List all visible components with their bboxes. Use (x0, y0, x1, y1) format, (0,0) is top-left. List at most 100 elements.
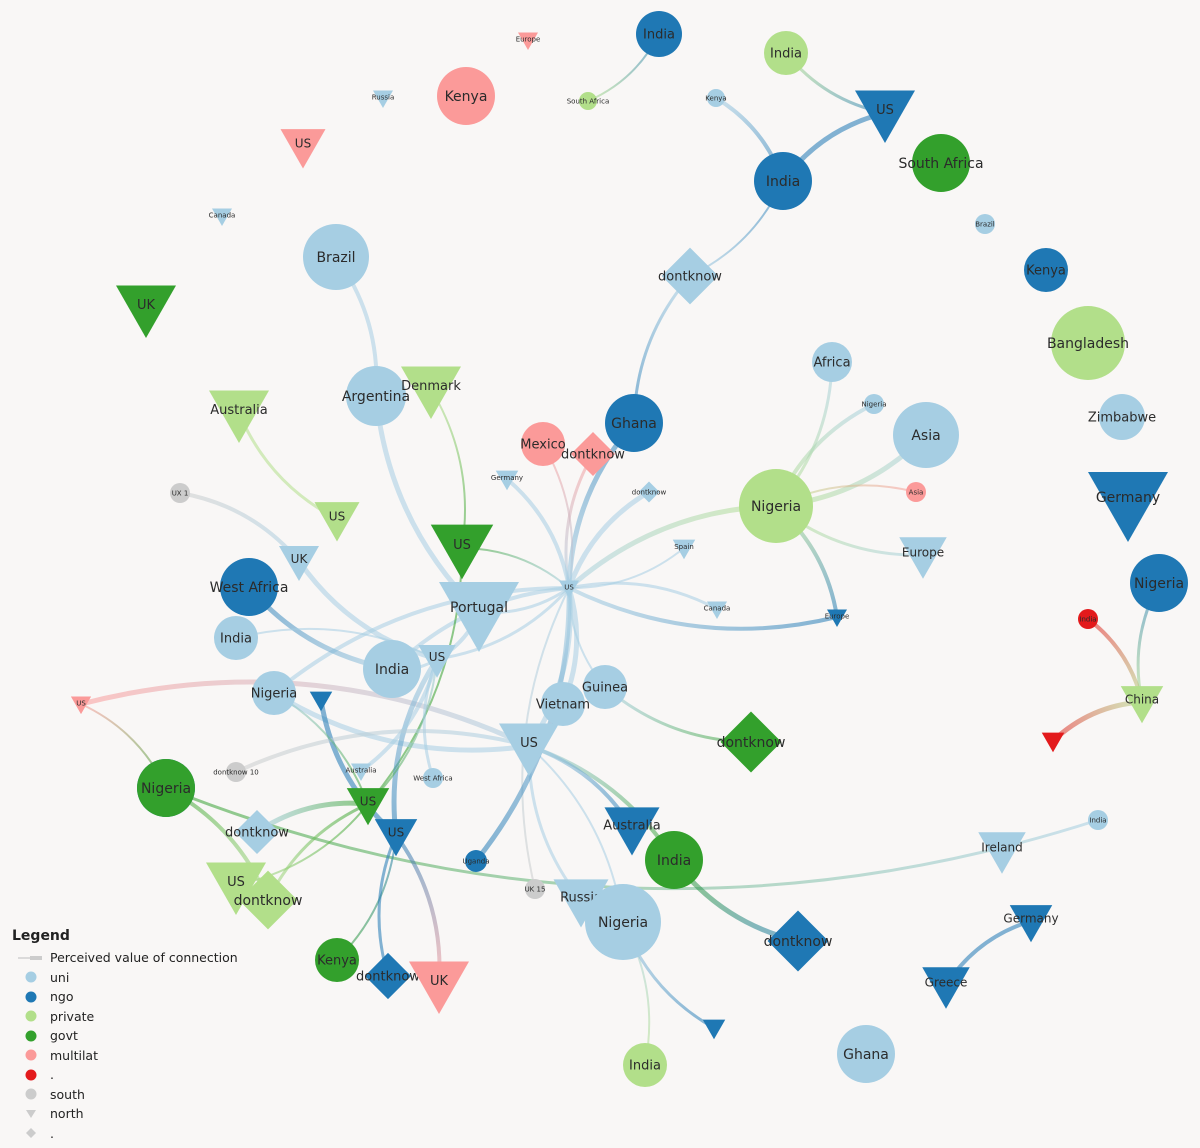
node[interactable]: Argentina (342, 366, 410, 426)
node[interactable]: US (374, 819, 418, 857)
node[interactable]: Australia (209, 390, 269, 444)
node[interactable]: Greece (922, 967, 970, 1009)
node[interactable]: US (430, 524, 494, 580)
node[interactable]: India (645, 831, 703, 889)
node[interactable]: Africa (812, 342, 852, 382)
node[interactable]: India (623, 1043, 667, 1087)
node[interactable]: Australia (603, 807, 661, 856)
node[interactable]: India (1078, 609, 1098, 629)
node[interactable]: Canada (209, 208, 236, 227)
node[interactable]: Asia (893, 402, 959, 468)
node[interactable]: Nigeria (1130, 554, 1188, 612)
node[interactable]: Nigeria (861, 394, 887, 414)
node[interactable]: India (214, 616, 258, 660)
node[interactable]: Uganda (462, 850, 490, 872)
node[interactable]: India (636, 11, 682, 57)
node[interactable]: India (764, 31, 808, 75)
node[interactable]: dontknow (561, 431, 625, 477)
node[interactable]: Australia (346, 763, 377, 782)
node[interactable]: Kenya (705, 89, 727, 107)
node[interactable] (309, 691, 333, 712)
node-label: Nigeria (251, 687, 298, 702)
triangle-node-shape (374, 819, 418, 857)
node-label: Nigeria (598, 915, 648, 931)
node[interactable]: China (1120, 686, 1164, 724)
node[interactable]: UK (279, 546, 319, 581)
node[interactable]: Nigeria (739, 469, 813, 543)
node[interactable]: South Africa (567, 92, 610, 110)
node[interactable]: Spain (672, 539, 696, 560)
node[interactable]: Europe (899, 537, 947, 579)
node[interactable]: Guinea (582, 665, 628, 709)
node[interactable]: India (754, 152, 812, 210)
node[interactable]: Ghana (837, 1025, 895, 1083)
node[interactable]: dontknow (717, 711, 786, 773)
legend-symbol-circle-icon (12, 1009, 50, 1023)
node[interactable]: Ghana (605, 394, 663, 452)
node[interactable]: UK (409, 961, 469, 1015)
node[interactable]: West Africa (210, 558, 289, 616)
diamond-node-shape (767, 910, 829, 972)
node[interactable]: Nigeria (251, 671, 298, 715)
node[interactable]: India (363, 640, 421, 698)
node[interactable]: dontknow 10 (213, 762, 259, 782)
node[interactable]: Kenya (437, 67, 495, 125)
node[interactable]: dontknow (632, 481, 667, 503)
node[interactable]: US (855, 90, 915, 144)
node[interactable]: US (280, 129, 326, 169)
node[interactable]: Zimbabwe (1088, 394, 1156, 440)
node[interactable]: US (71, 696, 91, 715)
node-label: Australia (210, 403, 268, 418)
node[interactable]: India (1088, 810, 1108, 830)
triangle-node-shape (827, 609, 847, 627)
node[interactable]: Brazil (975, 214, 995, 234)
node[interactable]: UK (116, 285, 176, 339)
node[interactable]: Denmark (401, 366, 461, 420)
node[interactable]: Europe (825, 609, 850, 628)
node[interactable]: Asia (906, 482, 926, 502)
node[interactable]: Portugal (439, 582, 519, 652)
node-label: India (657, 853, 691, 869)
node[interactable]: dontknow (234, 870, 303, 930)
node-label: US (388, 826, 404, 840)
node[interactable]: Germany (1088, 472, 1168, 542)
node[interactable]: Europe (516, 32, 541, 51)
node[interactable]: UX 1 (170, 483, 190, 503)
node[interactable]: US (418, 644, 456, 678)
node[interactable]: Kenya (315, 938, 359, 982)
node[interactable]: Brazil (303, 224, 369, 290)
node[interactable]: UK 15 (525, 879, 546, 899)
node[interactable] (1041, 732, 1065, 753)
node[interactable]: Germany (1003, 905, 1059, 943)
circle-node-shape (906, 482, 926, 502)
node[interactable]: West Africa (413, 768, 453, 788)
node[interactable]: Vietnam (536, 682, 590, 726)
node[interactable]: Nigeria (137, 759, 195, 817)
edge (391, 656, 440, 838)
node[interactable]: US (499, 723, 559, 777)
node[interactable]: Ireland (978, 832, 1026, 874)
node-label: Kenya (705, 94, 726, 102)
node[interactable]: dontknow (764, 910, 833, 972)
node-label: UK (291, 552, 309, 566)
node[interactable]: dontknow (225, 809, 289, 855)
node[interactable]: US (314, 502, 360, 542)
node[interactable]: Bangladesh (1047, 306, 1129, 380)
node[interactable]: US (346, 788, 390, 826)
circle-node-shape (707, 89, 725, 107)
circle-node-shape (645, 831, 703, 889)
node[interactable]: Kenya (1024, 248, 1068, 292)
legend-label: . (50, 1067, 54, 1083)
node[interactable]: Canada (704, 601, 731, 620)
node[interactable]: US (559, 580, 579, 599)
node[interactable] (702, 1019, 726, 1040)
node[interactable]: dontknow (658, 247, 722, 305)
node[interactable]: Nigeria (585, 884, 661, 960)
node[interactable]: US (206, 862, 266, 916)
node[interactable]: Mexico (520, 422, 566, 466)
node[interactable]: Germany (491, 470, 523, 491)
node[interactable]: Russia (372, 90, 395, 109)
legend-label: private (50, 1008, 95, 1024)
node[interactable]: dontknow (356, 952, 420, 1000)
node[interactable]: South Africa (898, 134, 984, 192)
